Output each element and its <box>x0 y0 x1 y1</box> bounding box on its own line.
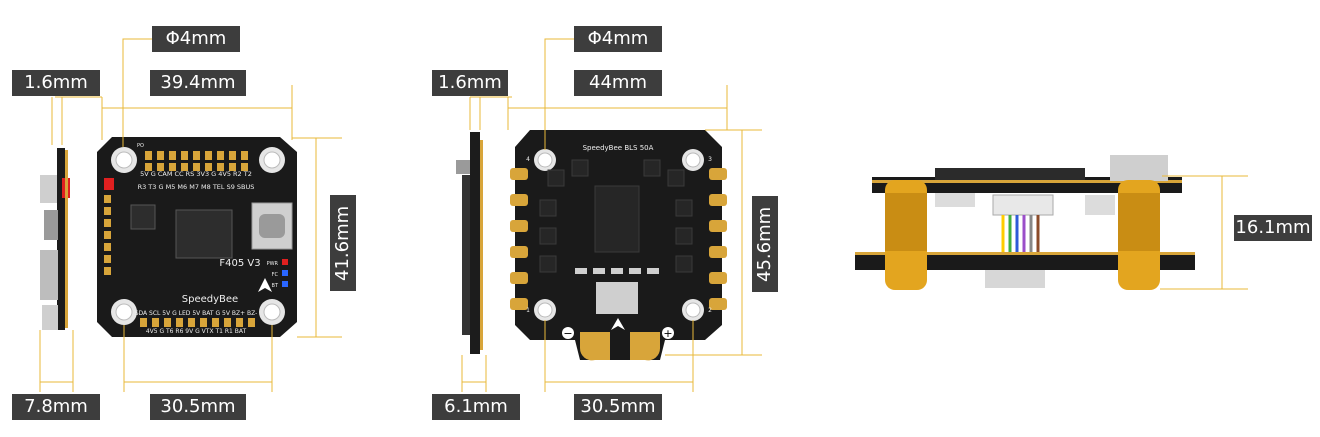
fc-top-pad-labels: 5V G CAM CC RS 3V3 G 4V5 R2 T2 <box>140 170 252 178</box>
fc-dim-lines <box>101 38 342 392</box>
stack-height-label: 16.1mm <box>1234 215 1312 241</box>
esc-dim-lines <box>507 38 762 392</box>
fc-bottom-pad-labels-2: 4V5 G T6 R6 9V G VTX T1 R1 BAT <box>146 328 247 335</box>
esc-side-height-label: 6.1mm <box>432 394 520 420</box>
fc-led-pwr-label: PWR <box>267 261 279 267</box>
fc-side-dim-lines <box>39 96 102 392</box>
esc-model-label: SpeedyBee BLS 50A <box>583 144 654 152</box>
fc-corner-label: PO <box>137 143 144 149</box>
esc-board: − + SpeedyBee BLS 50A 4 3 2 1 <box>510 130 727 361</box>
fc-width-label: 39.4mm <box>150 70 246 96</box>
fc-height-label: 41.6mm <box>330 195 356 291</box>
fc-board: 5V G CAM CC RS 3V3 G 4V5 R2 T2 R3 T3 G M… <box>97 137 297 337</box>
stack-side-view <box>855 155 1195 290</box>
esc-corner-number: 2 <box>708 307 712 314</box>
fc-top-pad-labels-2: R3 T3 G M5 M6 M7 M8 TEL S9 SBUS <box>138 183 255 191</box>
fc-mount-spacing-label: 30.5mm <box>150 394 246 420</box>
esc-hole-diameter-label: Φ4mm <box>574 26 662 52</box>
fc-bottom-pad-labels: SDA SCL 5V G LED 5V BAT G 5V BZ+ BZ- <box>135 310 258 317</box>
esc-mount-spacing-label: 30.5mm <box>574 394 662 420</box>
esc-thickness-label: 1.6mm <box>432 70 508 96</box>
esc-plus-label: + <box>663 327 672 340</box>
esc-corner-number: 3 <box>708 156 712 163</box>
fc-led-bt-label: BT <box>272 283 279 289</box>
fc-hole-diameter-label: Φ4mm <box>152 26 240 52</box>
fc-model-label: F405 V3 <box>219 258 260 269</box>
esc-side-view <box>456 132 483 354</box>
esc-width-label: 44mm <box>574 70 662 96</box>
fc-side-view <box>40 148 70 330</box>
fc-led-fc-label: FC <box>272 272 279 278</box>
esc-corner-number: 1 <box>526 307 530 314</box>
esc-corner-number: 4 <box>526 156 530 163</box>
fc-brand-label: SpeedyBee <box>182 294 238 305</box>
esc-minus-label: − <box>563 327 572 340</box>
esc-height-label: 45.6mm <box>752 196 778 292</box>
fc-thickness-label: 1.6mm <box>12 70 100 96</box>
esc-side-dim-lines <box>461 96 512 392</box>
fc-side-height-label: 7.8mm <box>12 394 100 420</box>
stack-dim-lines <box>1160 175 1248 290</box>
